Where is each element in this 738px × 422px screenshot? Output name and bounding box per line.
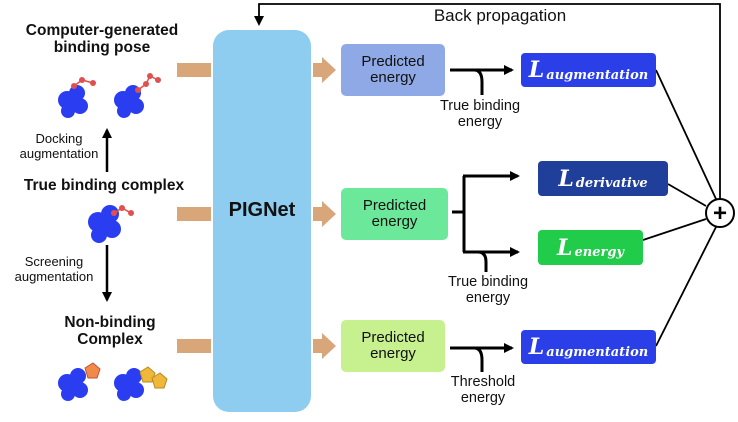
pignet-block	[213, 30, 311, 412]
loss-symbol: L	[557, 234, 573, 261]
computer-generated-title: Computer-generated binding pose	[25, 22, 179, 57]
loss-symbol: L	[528, 57, 545, 83]
docking-label: Docking augmentation	[19, 131, 99, 161]
output-arrow-bottom	[313, 333, 336, 359]
backprop-path	[254, 3, 721, 199]
pignet-label: PIGNet	[228, 199, 296, 221]
reference-branch-row3	[473, 346, 484, 372]
input-arrow-top	[177, 63, 211, 77]
complex-icon-docked-1	[58, 77, 96, 118]
predicted-energy-label-row1: Predicted energy	[361, 52, 425, 86]
loss-subscript: augmentation	[546, 67, 649, 83]
loss-symbol: L	[528, 334, 545, 360]
reference-branch-row1	[473, 68, 484, 95]
loss-subscript: derivative	[575, 176, 648, 191]
reference-branch-row2	[477, 250, 488, 272]
complex-icon-nonbinding-1	[58, 362, 101, 401]
predicted-energy-label-row2: Predicted energy	[362, 196, 427, 230]
line-loss2-to-sum	[667, 183, 707, 207]
true-complex-title: True binding complex	[23, 177, 185, 194]
line-loss1-to-sum	[655, 69, 717, 200]
line-loss3-to-sum	[642, 218, 707, 241]
sum-node	[705, 198, 735, 228]
output-arrow-top	[313, 57, 336, 83]
predicted-energy-box-row3: Predicted energy	[341, 320, 445, 372]
complex-icon-docked-2	[114, 73, 161, 118]
non-binding-title: Non-binding Complex	[64, 314, 156, 349]
backprop-label: Back propagation	[433, 6, 567, 25]
sum-symbol: +	[713, 200, 727, 227]
loss-subscript: energy	[574, 245, 624, 260]
output-arrow-middle	[313, 201, 336, 227]
reference-label-row2: True binding energy	[447, 274, 529, 307]
loss-subscript: augmentation	[546, 344, 649, 360]
screening-label: Screening augmentation	[14, 254, 94, 284]
predicted-energy-box-row2: Predicted energy	[341, 188, 448, 240]
predicted-energy-box-row1: Predicted energy	[341, 44, 445, 96]
loss-symbol: L	[558, 165, 574, 192]
input-arrow-middle	[177, 207, 211, 221]
complex-icon-true	[88, 205, 134, 243]
predicted-energy-label-row3: Predicted energy	[361, 328, 425, 362]
reference-label-row3: Threshold energy	[450, 374, 516, 407]
complex-icon-nonbinding-2	[114, 366, 168, 401]
input-arrow-bottom	[177, 339, 211, 353]
reference-label-row1: True binding energy	[439, 98, 521, 131]
line-loss4-to-sum	[655, 226, 717, 347]
